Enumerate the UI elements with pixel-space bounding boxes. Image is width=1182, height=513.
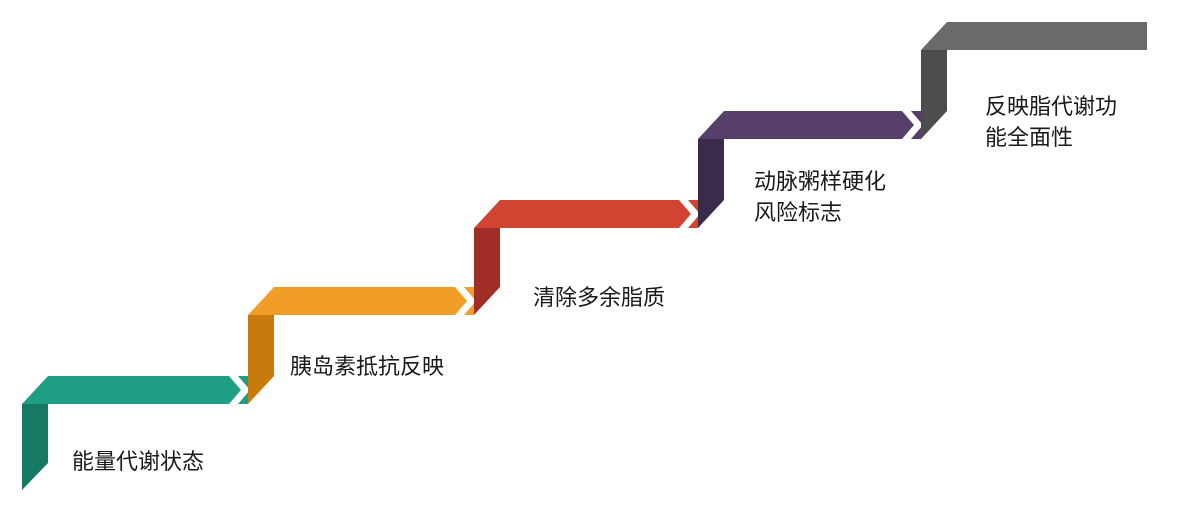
step-1-label: 能量代谢状态 — [72, 450, 205, 475]
step-3 — [474, 200, 700, 315]
step-4-riser — [698, 139, 724, 228]
step-3-riser — [474, 228, 500, 315]
step-2-label: 胰岛素抵抗反映 — [290, 355, 445, 380]
step-2 — [248, 287, 476, 404]
step-1-riser — [22, 404, 48, 490]
step-5-tread — [921, 22, 1147, 50]
step-5-label: 反映脂代谢功 能全面性 — [985, 95, 1118, 151]
step-1-tread — [22, 376, 248, 404]
step-1 — [22, 376, 250, 490]
step-1-arrow-chevron — [229, 376, 250, 404]
step-2-tread — [248, 287, 474, 315]
step-4-tread — [698, 111, 921, 139]
step-2-riser — [248, 315, 274, 404]
step-3-arrow-chevron — [679, 200, 700, 228]
step-4-label: 动脉粥样硬化 风险标志 — [754, 170, 887, 226]
step-4 — [698, 111, 923, 228]
step-5 — [921, 22, 1147, 139]
step-2-arrow-chevron — [455, 287, 476, 315]
step-3-label: 清除多余脂质 — [533, 286, 666, 311]
step-4-arrow-chevron — [902, 111, 923, 139]
step-5-riser — [921, 50, 947, 139]
step-3-tread — [474, 200, 698, 228]
